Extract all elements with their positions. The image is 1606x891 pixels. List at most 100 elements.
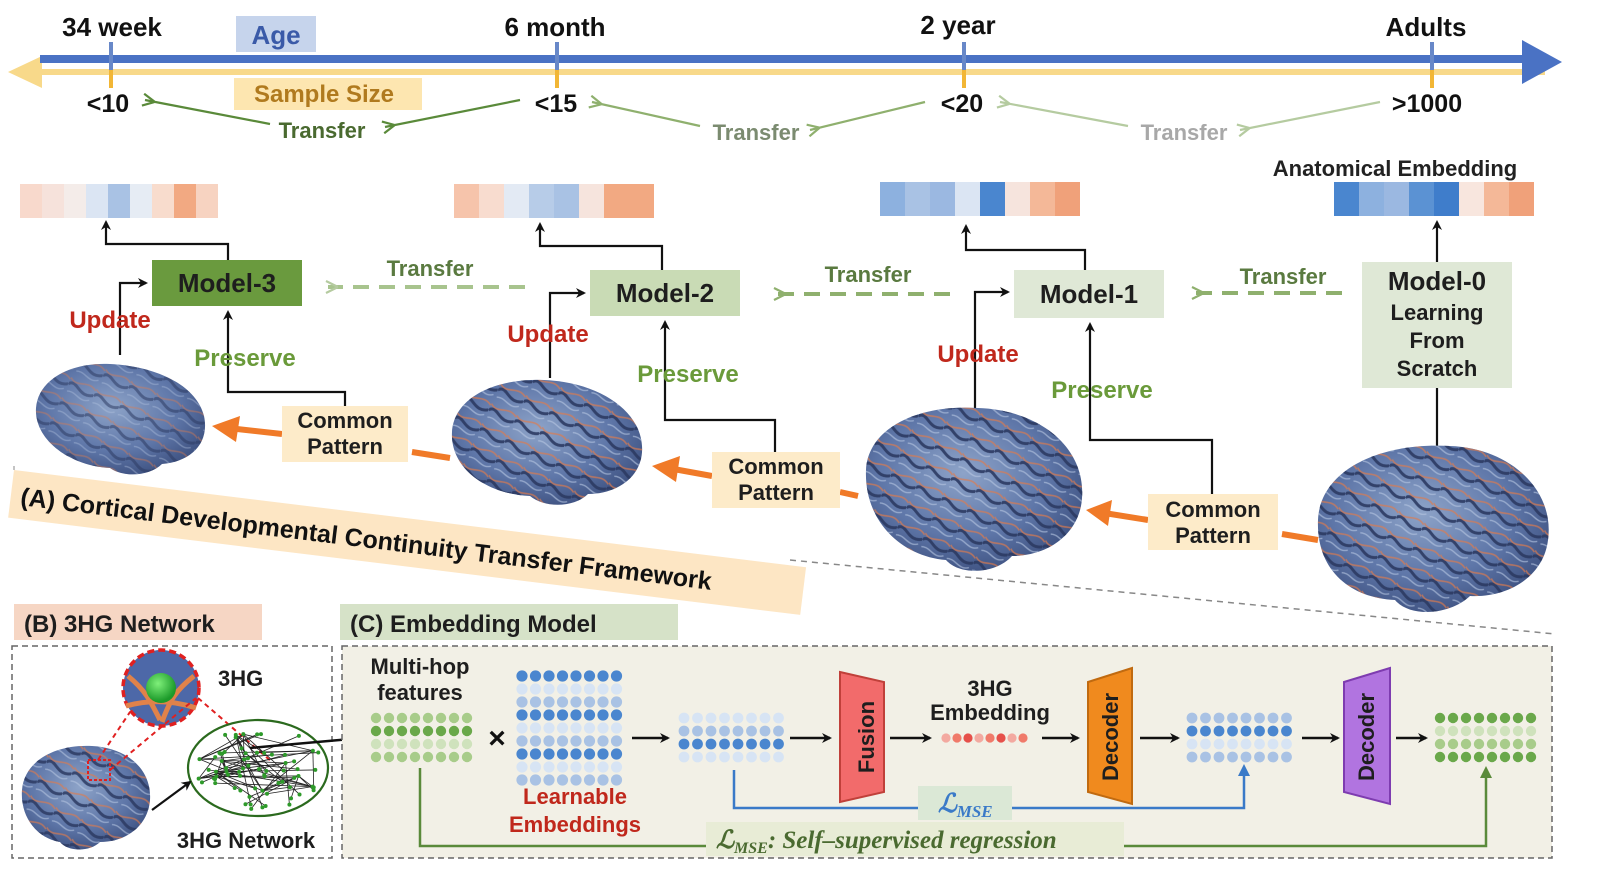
model-3-preserve-arrow bbox=[223, 310, 347, 406]
network-node bbox=[296, 773, 301, 778]
network-edge bbox=[216, 776, 256, 789]
network-node bbox=[313, 767, 318, 772]
embedding-cell bbox=[108, 184, 130, 218]
model-1-update-arrow bbox=[973, 287, 1010, 408]
matrix-dot bbox=[773, 751, 784, 763]
common-pattern-box-adult bbox=[1148, 494, 1278, 550]
matrix-dot bbox=[597, 709, 609, 721]
matrix-dot bbox=[597, 670, 609, 682]
matrix-dot bbox=[396, 738, 408, 750]
embedding-cell bbox=[152, 184, 174, 218]
network-edge bbox=[216, 776, 235, 789]
matrix-dot bbox=[409, 725, 421, 737]
loss-symbol: ℒ bbox=[716, 827, 735, 854]
mse-loss-box-1 bbox=[918, 786, 1012, 820]
decoder-1-shape bbox=[1087, 666, 1133, 806]
matrix-dot bbox=[448, 725, 460, 737]
matrix-dot bbox=[705, 712, 717, 724]
age-label: Age bbox=[251, 20, 300, 50]
matrix-dot bbox=[556, 761, 569, 773]
embedding-cell bbox=[1030, 182, 1055, 216]
network-node bbox=[297, 792, 302, 797]
network-edge bbox=[245, 752, 267, 772]
reconstructed-product-matrix bbox=[1186, 712, 1292, 763]
matrix-dot bbox=[383, 738, 395, 750]
matrix-dot bbox=[556, 735, 569, 747]
matrix-dot bbox=[1227, 725, 1238, 737]
matrix-dot bbox=[516, 683, 528, 695]
matrix-dot bbox=[448, 738, 460, 750]
matrix-dot bbox=[543, 722, 555, 734]
matrix-dot bbox=[543, 670, 555, 682]
common-pattern-arrowhead bbox=[212, 416, 240, 442]
common-pattern-link bbox=[411, 449, 451, 461]
network-node bbox=[310, 748, 315, 753]
matrix-dot bbox=[996, 733, 1006, 743]
matrix-dot bbox=[556, 696, 569, 708]
network-node bbox=[219, 758, 224, 763]
embedding-strip-model2 bbox=[454, 184, 654, 218]
timeline-transfer-label-2: Transfer bbox=[713, 120, 800, 145]
matrix-dot bbox=[435, 712, 447, 724]
matrix-dot bbox=[678, 712, 690, 724]
matrix-dot bbox=[570, 722, 582, 734]
network-edge bbox=[262, 786, 290, 792]
embedding-cell bbox=[1005, 182, 1030, 216]
network-node bbox=[243, 802, 248, 807]
network-node bbox=[316, 750, 321, 755]
matrix-dot bbox=[1200, 725, 1211, 737]
embedding-cell bbox=[42, 184, 64, 218]
common-pattern-link bbox=[1281, 531, 1319, 543]
embedding-cell bbox=[479, 184, 504, 218]
matrix-dot bbox=[370, 725, 382, 737]
matrix-dot bbox=[746, 712, 757, 724]
network-node bbox=[239, 746, 244, 751]
embedding-cell bbox=[529, 184, 554, 218]
embedding-cell bbox=[955, 182, 980, 216]
matrix-dot bbox=[1512, 751, 1524, 763]
matrix-dot bbox=[583, 774, 596, 786]
model-2-update-label: Update bbox=[507, 321, 588, 348]
brain-to-network-arrow bbox=[151, 780, 192, 811]
fusion-shape bbox=[839, 670, 885, 804]
matrix-dot bbox=[597, 748, 609, 760]
network-node bbox=[233, 732, 238, 737]
embedding-cell bbox=[880, 182, 905, 216]
mse-loss-2: ℒMSE: Self–supervised regression bbox=[716, 827, 1057, 857]
matrix-dot bbox=[719, 725, 730, 737]
network-node bbox=[242, 757, 247, 762]
matrix-dot bbox=[692, 725, 703, 737]
network-node bbox=[196, 776, 201, 781]
matrix-dot bbox=[1200, 751, 1211, 763]
tick-mark-yellow bbox=[962, 70, 966, 88]
learnable-embedding-matrix bbox=[516, 670, 623, 786]
network-edge bbox=[216, 776, 295, 779]
matrix-dot bbox=[1512, 725, 1524, 737]
panel-a-title-band: (A) Cortical Developmental Continuity Tr… bbox=[8, 469, 807, 615]
embedding-cell bbox=[1484, 182, 1509, 216]
matrix-dot bbox=[570, 748, 582, 760]
matrix-dot bbox=[974, 733, 984, 743]
embedding-strip-model0 bbox=[1334, 182, 1534, 216]
network-node bbox=[311, 785, 316, 790]
matrix-dot bbox=[1254, 751, 1265, 763]
matrix-dot bbox=[1525, 725, 1537, 737]
embedding-cell bbox=[454, 184, 479, 218]
network-node bbox=[249, 806, 254, 811]
network-node bbox=[237, 769, 242, 774]
matrix-dot bbox=[678, 725, 690, 737]
network-node bbox=[222, 749, 227, 754]
matrix-dot bbox=[610, 748, 623, 760]
model-0-block: Model-0 Learning From Scratch bbox=[1362, 220, 1512, 455]
common-pattern-2year: Common Pattern bbox=[652, 452, 859, 508]
network-edge bbox=[266, 786, 313, 795]
sample-size-label: Sample Size bbox=[254, 81, 394, 108]
network-node bbox=[253, 786, 258, 791]
matrix-dot bbox=[610, 670, 623, 682]
network-node bbox=[287, 785, 292, 790]
network-node bbox=[262, 750, 267, 755]
matrix-dot bbox=[1447, 738, 1459, 750]
network-edge bbox=[249, 775, 299, 798]
matrix-dot bbox=[1525, 712, 1537, 724]
network-edge bbox=[242, 734, 245, 760]
